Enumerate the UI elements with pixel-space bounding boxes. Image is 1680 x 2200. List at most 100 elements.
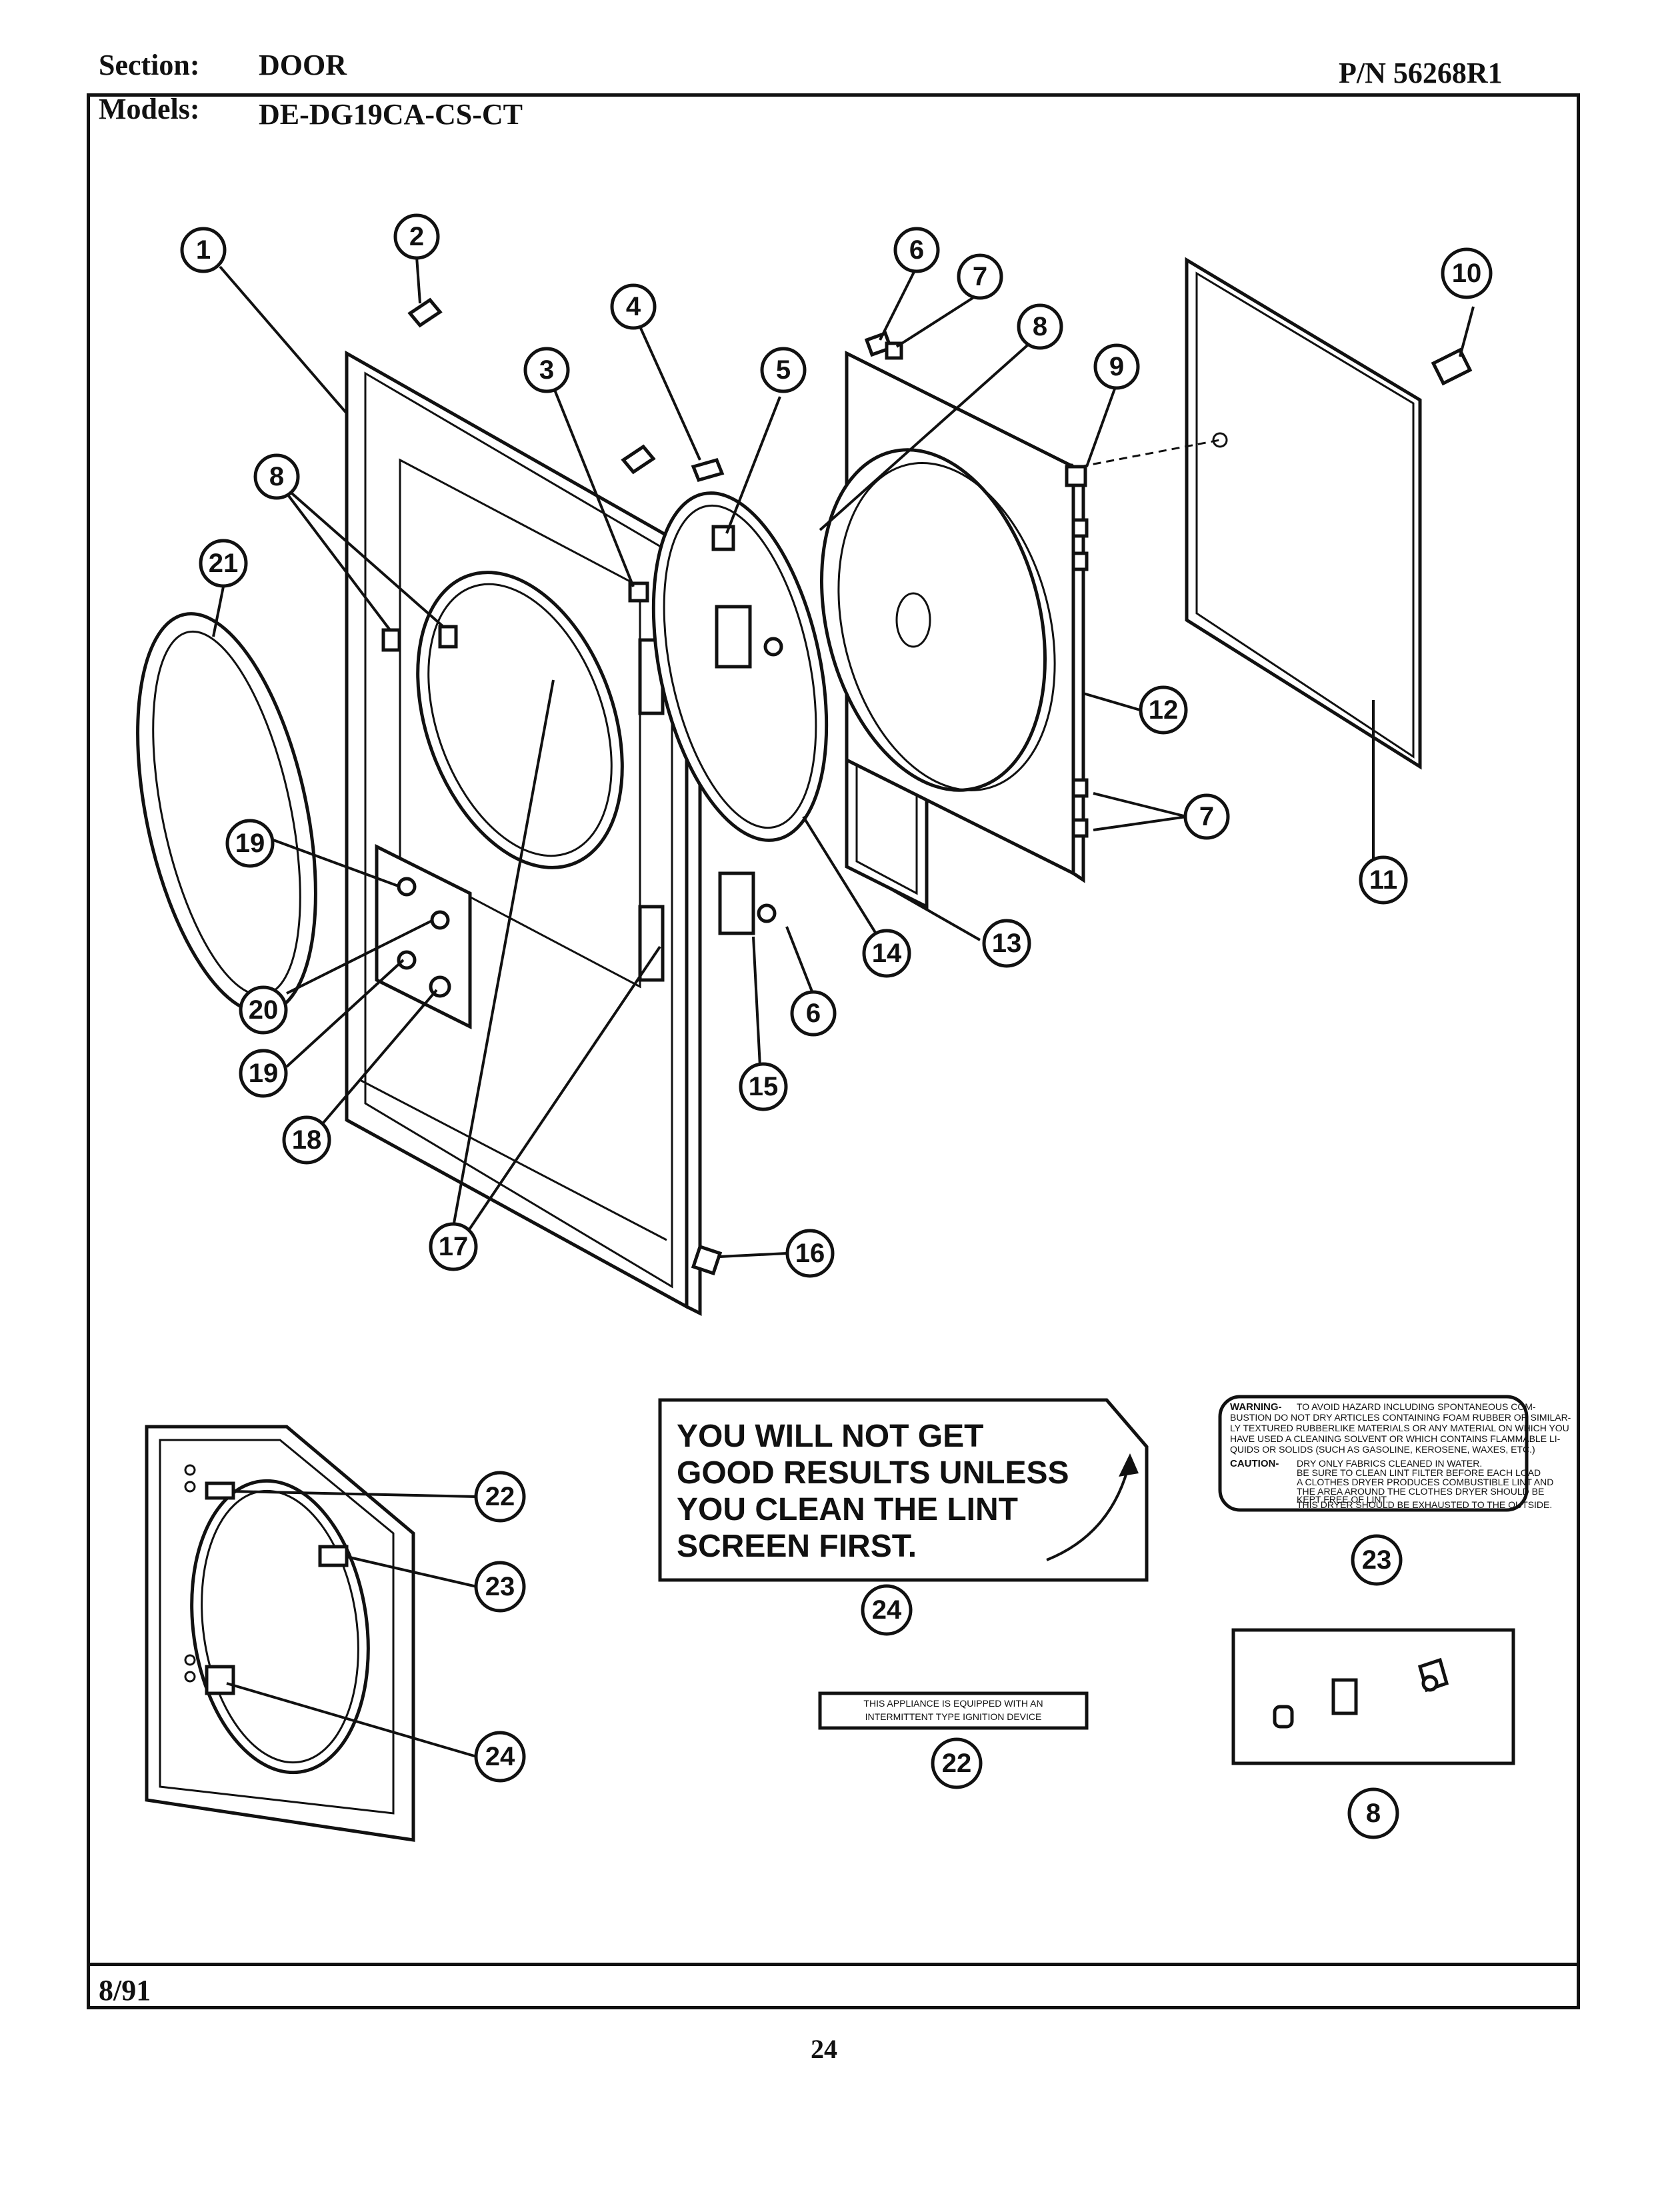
callout-12: 12 <box>1139 685 1188 735</box>
decal-23-warning-line-5: QUIDS OR SOLIDS (SUCH AS GASOLINE, KEROS… <box>1230 1444 1535 1455</box>
decal-23-caution-line-3: A CLOTHES DRYER PRODUCES COMBUSTIBLE LIN… <box>1297 1477 1553 1487</box>
callout-15: 15 <box>739 1062 788 1111</box>
svg-text:11: 11 <box>1369 865 1397 895</box>
svg-text:9: 9 <box>1109 352 1124 381</box>
svg-text:4: 4 <box>626 292 641 321</box>
svg-text:8: 8 <box>269 462 284 491</box>
svg-text:17: 17 <box>439 1232 469 1261</box>
svg-text:7: 7 <box>1199 802 1214 831</box>
callout-16: 16 <box>785 1229 835 1278</box>
callout-24-door: 24 <box>474 1731 526 1783</box>
inner-door-ring-part <box>651 457 829 935</box>
svg-text:6: 6 <box>909 235 924 265</box>
callout-7-top: 7 <box>957 253 1003 300</box>
callout-7-bottom: 7 <box>1183 793 1230 840</box>
svg-text:6: 6 <box>806 999 821 1028</box>
section-value: DOOR <box>259 49 347 81</box>
callout-19-top: 19 <box>225 819 275 868</box>
page-number: 24 <box>811 2034 837 2064</box>
callout-8-top: 8 <box>1017 303 1063 350</box>
callout-19-bottom: 19 <box>239 1049 288 1098</box>
callout-21: 21 <box>199 539 248 588</box>
svg-text:23: 23 <box>485 1572 515 1601</box>
callout-20: 20 <box>239 985 288 1035</box>
svg-text:18: 18 <box>292 1125 322 1155</box>
decal-23-caution-line-4: THE AREA AROUND THE CLOTHES DRYER SHOULD… <box>1297 1486 1544 1497</box>
decal-23-caution-line-1: DRY ONLY FABRICS CLEANED IN WATER. <box>1297 1458 1482 1469</box>
decal-23-warning-line-1: TO AVOID HAZARD INCLUDING SPONTANEOUS CO… <box>1297 1401 1536 1412</box>
models-value: DE-DG19CA-CS-CT <box>259 98 523 131</box>
svg-text:19: 19 <box>235 829 265 858</box>
callout-17: 17 <box>429 1222 478 1271</box>
callout-8-box: 8 <box>1347 1787 1399 1839</box>
inner-door-panel-part <box>819 331 1089 883</box>
section-label: Section: <box>99 49 200 81</box>
decal-23-caution-line-5: KEPT FREE OF LINT. <box>1297 1494 1388 1505</box>
callout-5: 5 <box>760 347 807 393</box>
svg-text:10: 10 <box>1452 259 1482 288</box>
svg-text:23: 23 <box>1362 1545 1392 1575</box>
callout-3: 3 <box>523 347 570 393</box>
callout-18: 18 <box>282 1115 331 1165</box>
svg-text:5: 5 <box>776 355 791 385</box>
leader-lines <box>212 256 1475 1758</box>
callout-6-bottom: 6 <box>790 990 837 1037</box>
callout-4: 4 <box>610 283 657 330</box>
svg-text:16: 16 <box>795 1239 825 1268</box>
callout-14: 14 <box>862 929 911 978</box>
svg-text:3: 3 <box>539 355 554 385</box>
decal-23-caution-line-2: BE SURE TO CLEAN LINT FILTER BEFORE EACH… <box>1297 1467 1541 1478</box>
callout-23-decal: 23 <box>1351 1534 1403 1586</box>
callout-11: 11 <box>1359 855 1408 905</box>
svg-text:8: 8 <box>1033 312 1047 341</box>
callout-2: 2 <box>393 213 440 260</box>
door-decal-locations-view <box>145 1425 415 1842</box>
svg-text:22: 22 <box>942 1749 972 1778</box>
callout-10: 10 <box>1441 247 1493 299</box>
decal-24-line-3: YOU CLEAN THE LINT <box>677 1492 1018 1527</box>
svg-text:15: 15 <box>749 1072 779 1101</box>
callout-22-door: 22 <box>474 1471 526 1523</box>
callout-6-top: 6 <box>893 227 940 273</box>
svg-text:8: 8 <box>1366 1799 1381 1828</box>
models-label: Models: <box>99 93 200 125</box>
svg-text:7: 7 <box>973 262 987 291</box>
footer-date: 8/91 <box>99 1974 151 2007</box>
decal-24-line-1: YOU WILL NOT GET <box>677 1419 983 1454</box>
decal-23-warning-line-3: LY TEXTURED RUBBERLIKE MATERIALS OR ANY … <box>1230 1423 1569 1433</box>
svg-text:19: 19 <box>249 1059 279 1088</box>
outer-door-panel-part <box>345 350 702 1317</box>
clip-parts <box>381 297 656 652</box>
door-back-panel-part <box>1079 257 1473 770</box>
svg-text:20: 20 <box>249 995 279 1025</box>
door-seal-part <box>136 612 317 1015</box>
decal-24-lint-screen: YOU WILL NOT GET GOOD RESULTS UNLESS YOU… <box>658 1398 1149 1582</box>
decal-23-warning: WARNING- TO AVOID HAZARD INCLUDING SPONT… <box>1218 1395 1571 1512</box>
diagram-frame <box>87 93 1580 2009</box>
footer-divider <box>87 1963 1580 1966</box>
callout-23-door: 23 <box>474 1561 526 1613</box>
svg-text:13: 13 <box>992 929 1022 958</box>
part-8-kit-box <box>1231 1628 1515 1765</box>
svg-text:12: 12 <box>1149 695 1179 725</box>
decal-23-warning-label: WARNING- <box>1230 1401 1282 1413</box>
part-number: P/N 56268R1 <box>1339 57 1503 89</box>
callout-22-decal: 22 <box>931 1737 983 1789</box>
svg-text:1: 1 <box>196 235 211 265</box>
decal-22-line-1: THIS APPLIANCE IS EQUIPPED WITH AN <box>863 1698 1043 1709</box>
screw-part-16 <box>691 1244 723 1276</box>
decal-23-caution-label: CAUTION- <box>1230 1458 1279 1469</box>
decal-23-caution-line-6: THIS DRYER SHOULD BE EXHAUSTED TO THE OU… <box>1297 1499 1552 1510</box>
decal-22-ignition: THIS APPLIANCE IS EQUIPPED WITH AN INTER… <box>818 1691 1089 1730</box>
callout-8-left: 8 <box>253 453 300 500</box>
callout-9: 9 <box>1093 343 1140 390</box>
decal-24-line-4: SCREEN FIRST. <box>677 1529 917 1564</box>
svg-text:14: 14 <box>872 939 902 968</box>
callout-24-decal: 24 <box>861 1584 913 1636</box>
callout-13: 13 <box>982 919 1031 968</box>
svg-text:24: 24 <box>485 1742 515 1771</box>
decal-24-line-2: GOOD RESULTS UNLESS <box>677 1455 1069 1491</box>
decal-22-line-2: INTERMITTENT TYPE IGNITION DEVICE <box>865 1711 1042 1722</box>
svg-text:21: 21 <box>209 549 239 578</box>
